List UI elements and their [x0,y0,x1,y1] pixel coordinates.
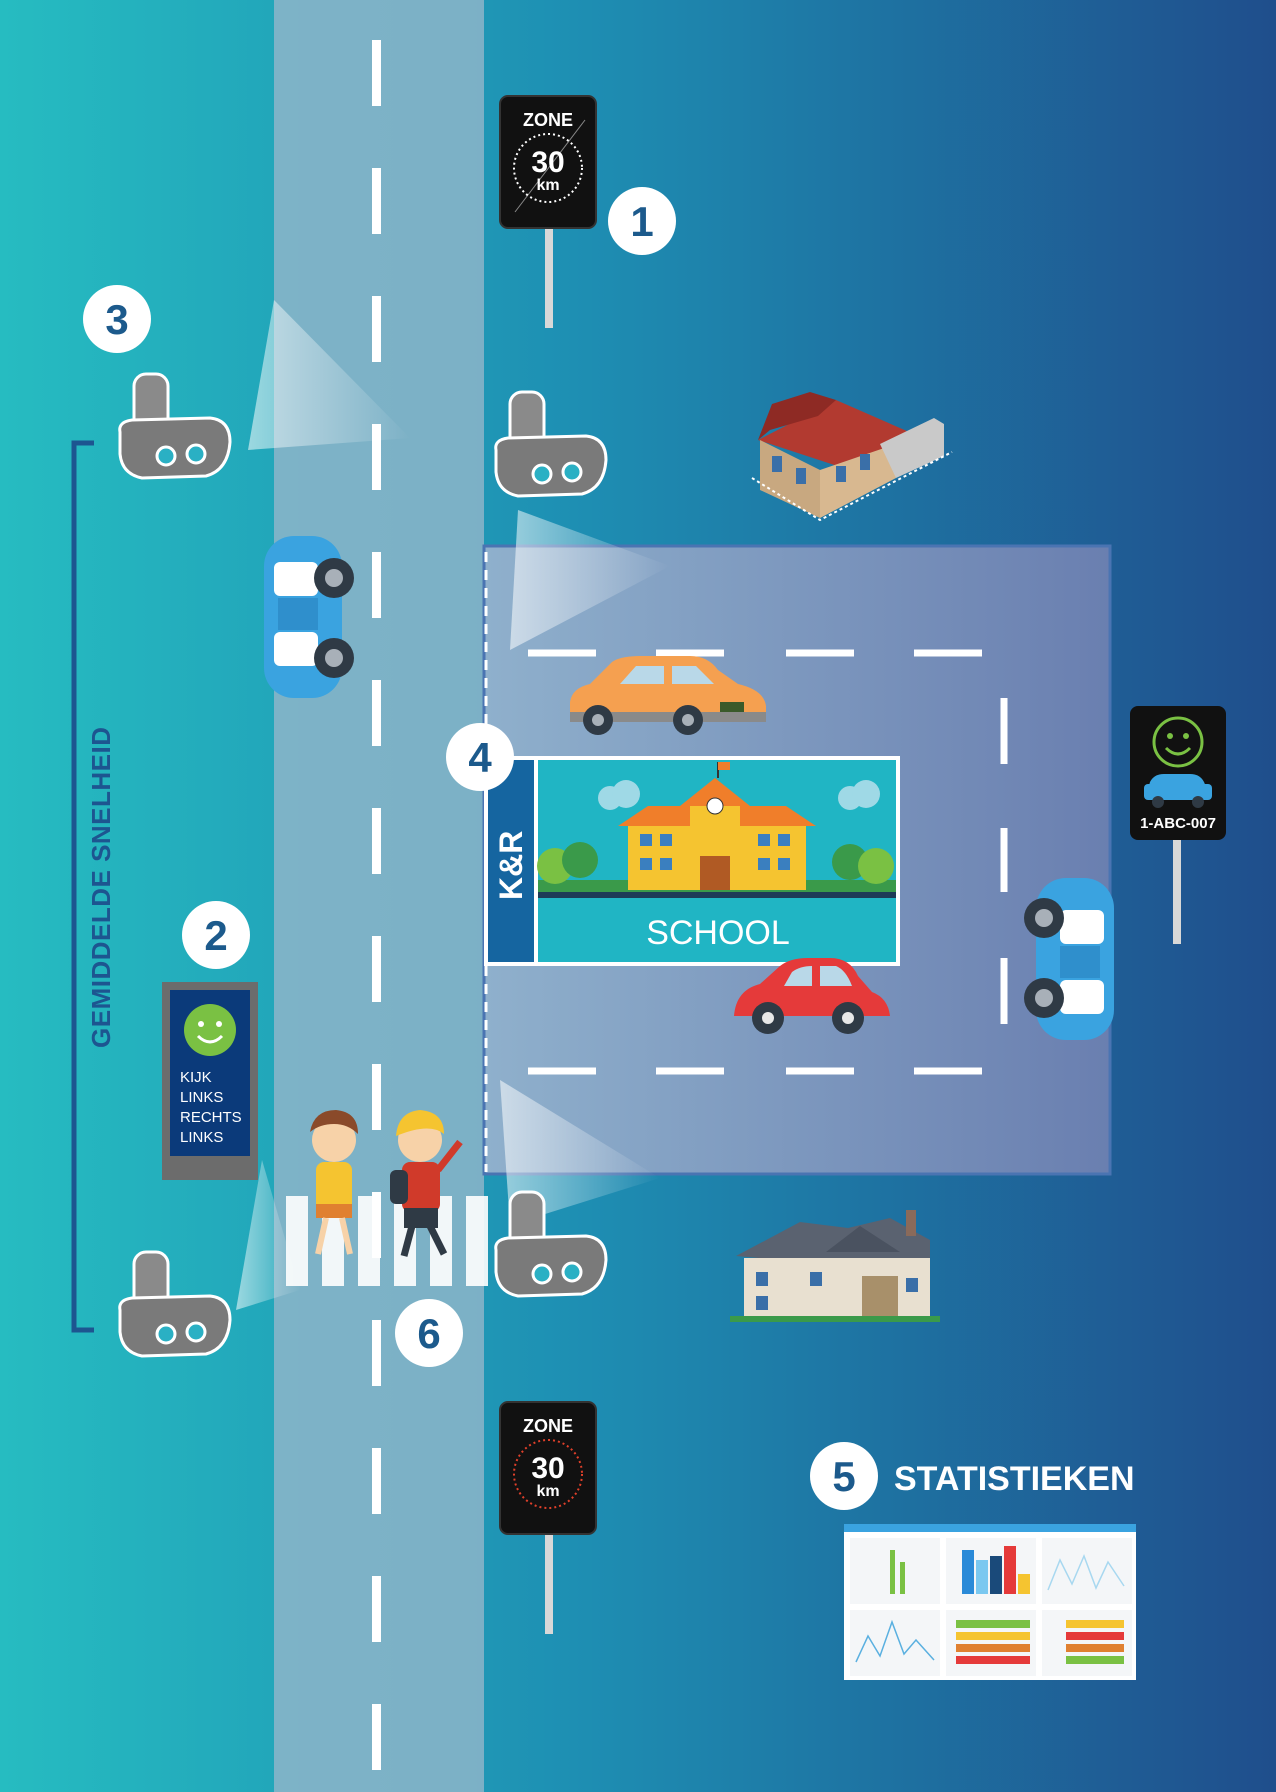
lane-dash [372,168,381,234]
average-speed-label: GEMIDDELDE SNELHEID [86,726,116,1048]
speed-unit: km [536,177,559,194]
house-top-icon [751,392,953,522]
school-illustration: K&R SCHOOL [484,756,900,966]
pedestrian-warning-display: KIJK LINKS RECHTS LINKS [162,982,258,1180]
car-blue-road-icon [264,536,354,698]
car-blue-zone-icon [1024,878,1114,1040]
panel-line-2: LINKS [180,1089,223,1106]
license-plate: 1-ABC-007 [1140,815,1216,832]
dashboard-thumbnail [844,1524,1136,1680]
svg-text:4: 4 [468,734,492,781]
parking-lane-markings [528,649,1008,1075]
lane-dash [372,808,381,874]
statistics-section: STATISTIEKEN [844,1460,1136,1680]
lane-dash [372,40,381,106]
badge-4: 4 [446,723,514,791]
camera-beam [500,1080,660,1225]
svg-text:5: 5 [832,1453,855,1500]
zone-label: ZONE [523,1416,573,1436]
smiley-icon [184,1004,236,1056]
car-orange-icon [570,656,766,735]
svg-text:6: 6 [417,1310,440,1357]
lane-dash [372,936,381,1002]
zone-30-sign-top: ZONE 30 km [499,95,597,328]
lane-dash [372,296,381,362]
panel-line-3: RECHTS [180,1109,242,1126]
svg-text:1: 1 [630,198,653,245]
lane-dash [372,552,381,618]
lane-dash [372,1320,381,1386]
badge-5: 5 [810,1442,878,1510]
speed-limit-value: 30 [531,1452,564,1485]
house-bottom-icon [730,1210,940,1322]
panel-line-1: KIJK [180,1069,212,1086]
camera-beam [248,300,410,450]
camera-beam [510,510,670,650]
svg-text:3: 3 [105,296,128,343]
children-crossing-icon [310,1110,463,1257]
car-red-icon [734,958,890,1034]
smiley-icon [1152,716,1204,768]
badge-2: 2 [182,901,250,969]
speed-unit: km [536,1483,559,1500]
lane-dash [372,1448,381,1514]
lane-dash [372,424,381,490]
speed-limit-value: 30 [531,146,564,179]
lane-dash [372,1704,381,1770]
camera-beam [236,1160,300,1310]
badge-6: 6 [395,1299,463,1367]
zone-label: ZONE [523,110,573,130]
badge-3: 3 [83,285,151,353]
car-icon [1144,774,1212,808]
statistics-title: STATISTIEKEN [894,1460,1135,1498]
license-plate-display-sign: 1-ABC-007 [1130,706,1226,944]
svg-text:2: 2 [204,912,227,959]
lane-dash [372,1064,381,1130]
school-label: SCHOOL [646,914,790,952]
zone-30-sign-bottom: ZONE 30 km [499,1401,597,1634]
lane-dash [372,1576,381,1642]
road [274,0,484,1792]
badge-1: 1 [608,187,676,255]
kiss-and-ride-label: K&R [493,831,529,900]
lane-dash [372,680,381,746]
average-speed-bracket [71,440,94,1333]
panel-line-4: LINKS [180,1129,223,1146]
